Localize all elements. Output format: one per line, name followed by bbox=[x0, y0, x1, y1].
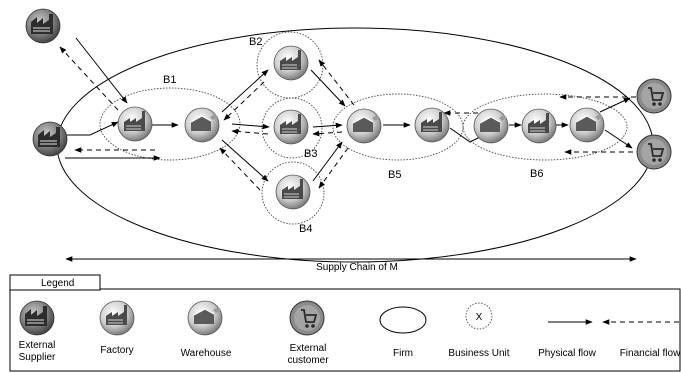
legend-business-unit-label: Business Unit bbox=[448, 348, 509, 359]
legend-box bbox=[9, 288, 681, 372]
business-unit-b3-boundary bbox=[261, 97, 323, 159]
external-supplier-top-icon bbox=[25, 8, 61, 44]
legend-external-supplier-label-1: External bbox=[19, 340, 56, 351]
legend-financial-flow-label: Financial flow bbox=[620, 348, 681, 359]
b6-factory-icon bbox=[521, 108, 557, 144]
legend-firm-symbol bbox=[379, 306, 427, 334]
legend-business-unit-symbol-text: X bbox=[476, 312, 483, 323]
business-unit-b2-label: B2 bbox=[249, 36, 262, 48]
external-supplier-mid-icon bbox=[32, 121, 68, 157]
b3-factory-icon bbox=[273, 109, 309, 145]
legend-title: Legend bbox=[41, 278, 74, 289]
business-unit-b4-boundary bbox=[261, 161, 325, 225]
business-unit-b5-label: B5 bbox=[388, 169, 401, 181]
legend-warehouse-icon bbox=[187, 300, 223, 336]
legend-external-supplier-icon bbox=[19, 300, 55, 336]
business-unit-b6-boundary bbox=[462, 93, 628, 161]
firm-boundary bbox=[56, 27, 654, 263]
legend-firm-label: Firm bbox=[393, 348, 413, 359]
b1-warehouse-icon bbox=[184, 107, 220, 143]
legend-external-customer-icon bbox=[289, 300, 325, 336]
legend-factory-icon bbox=[99, 300, 135, 336]
legend-warehouse-label: Warehouse bbox=[181, 348, 232, 359]
b4-factory-icon bbox=[275, 174, 311, 210]
b6-warehouse-2-icon bbox=[569, 107, 605, 143]
b2-factory-icon bbox=[273, 45, 309, 81]
legend-business-unit-symbol bbox=[465, 302, 493, 330]
business-unit-b6-label: B6 bbox=[530, 168, 543, 180]
business-unit-b5-boundary bbox=[332, 93, 464, 161]
business-unit-b3-label: B3 bbox=[304, 148, 317, 160]
legend-external-supplier-label-2: Supplier bbox=[19, 352, 56, 363]
business-unit-b4-label: B4 bbox=[299, 223, 312, 235]
b6-warehouse-1-icon bbox=[473, 108, 509, 144]
external-customer-top-icon bbox=[636, 78, 672, 114]
business-unit-b1-label: B1 bbox=[163, 74, 176, 86]
flow-arrows bbox=[59, 37, 636, 191]
business-unit-b1-boundary bbox=[99, 87, 241, 161]
b5-factory-icon bbox=[414, 107, 450, 143]
legend-physical-flow-label: Physical flow bbox=[538, 348, 597, 359]
b1-factory-icon bbox=[117, 106, 153, 142]
legend-external-customer-label-2: customer bbox=[287, 355, 329, 366]
legend: Legend External Supplier Factory Warehou… bbox=[9, 274, 681, 372]
legend-external-customer-label-1: External bbox=[290, 343, 327, 354]
supply-chain-label: Supply Chain of M bbox=[316, 262, 398, 273]
legend-title-tab bbox=[9, 274, 101, 291]
b5-warehouse-icon bbox=[346, 108, 382, 144]
legend-factory-label: Factory bbox=[100, 345, 133, 356]
external-customer-bottom-icon bbox=[636, 134, 672, 170]
